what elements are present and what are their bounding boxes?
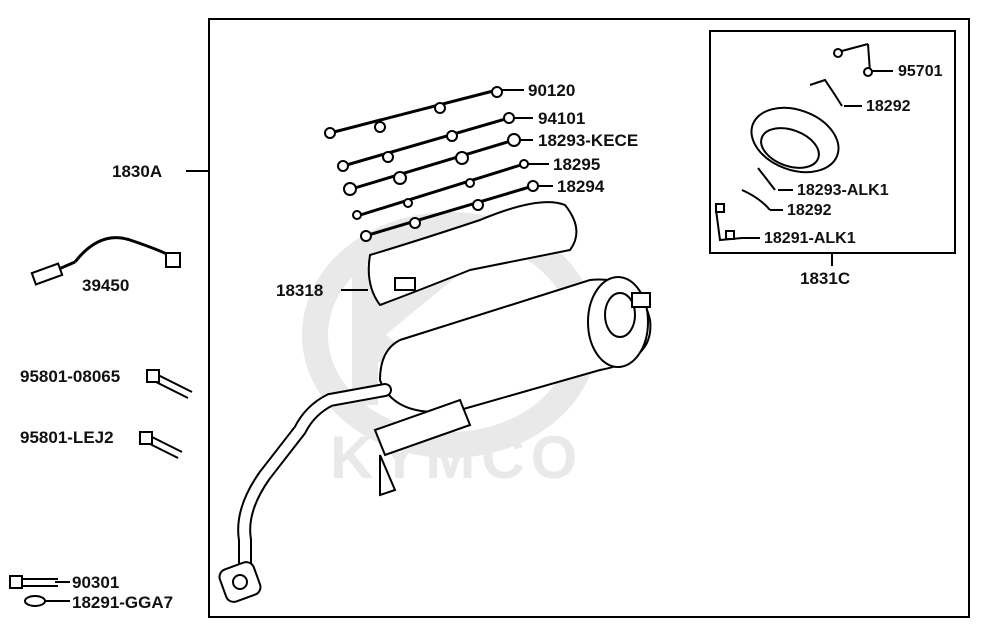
label-inset-assembly: 1831C: [800, 269, 851, 288]
label-inset-alk1-collar: 18293-ALK1: [797, 182, 889, 199]
inset-parts-icon: [715, 43, 873, 242]
exhaust-pipe-icon: [218, 383, 392, 603]
label-inset-alk1-gasket: 18291-ALK1: [764, 230, 856, 247]
label-part-18294: 18294: [557, 177, 605, 196]
fastener-rows-icon: [324, 86, 539, 242]
label-inset-95701: 95701: [898, 63, 943, 80]
bolt-icon-3: [9, 575, 58, 589]
label-bolt-a: 95801-08065: [20, 367, 121, 386]
gasket-icon: [24, 595, 46, 607]
muffler-icon: [373, 276, 652, 497]
watermark-text: KYMCO: [330, 424, 583, 491]
label-bolt-b: 95801-LEJ2: [20, 428, 114, 447]
bolt-icon-2: [139, 431, 183, 459]
label-heat-shield: 18318: [276, 281, 324, 300]
label-part-18295: 18295: [553, 155, 601, 174]
label-inset-18292-top: 18292: [866, 98, 911, 115]
label-sensor: 39450: [82, 276, 130, 295]
leader-lines: [45, 70, 893, 602]
heat-shield-icon: [367, 201, 578, 307]
bolt-icon-1: [146, 369, 193, 399]
label-assembly-main: 1830A: [112, 162, 163, 181]
label-screw-90120: 90120: [528, 81, 576, 100]
label-bolt-c: 90301: [72, 573, 120, 592]
oxygen-sensor-icon: [30, 236, 181, 286]
label-gasket: 18291-GGA7: [72, 593, 174, 612]
label-collar-kece: 18293-KECE: [538, 131, 639, 150]
label-washer-94101: 94101: [538, 109, 586, 128]
main-frame: [208, 18, 970, 618]
label-inset-18292-bottom: 18292: [787, 202, 832, 219]
